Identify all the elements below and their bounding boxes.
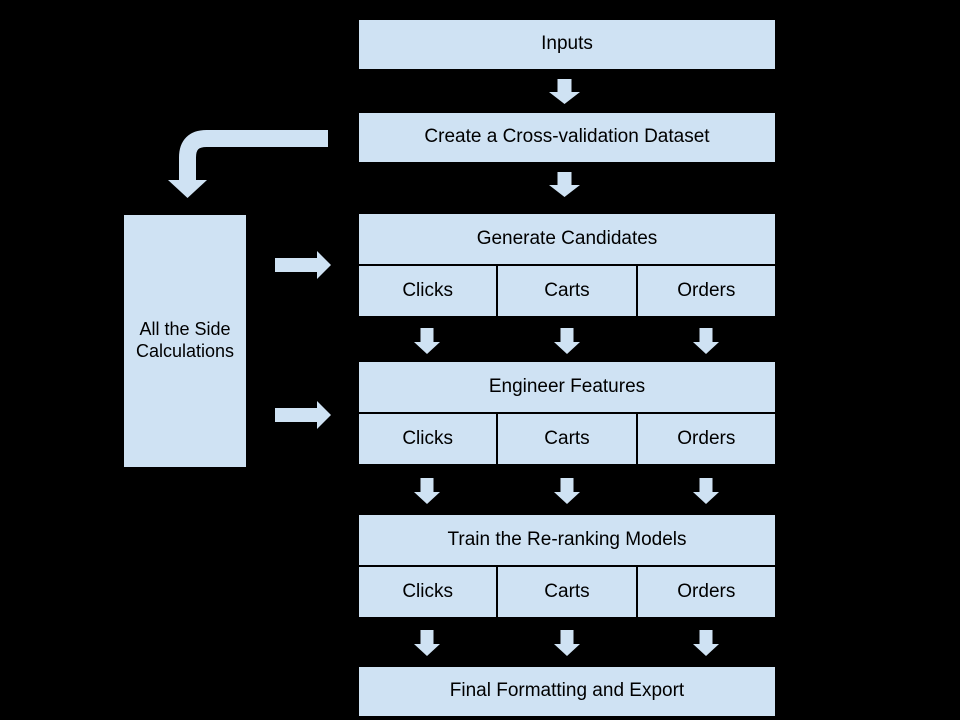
stage-train-reranking-models-cells: Clicks Carts Orders — [358, 566, 776, 618]
cell-orders: Orders — [636, 566, 776, 618]
arrow-down-icon — [693, 328, 719, 354]
stage-engineer-features: Engineer Features Clicks Carts Orders — [358, 361, 776, 465]
arrow-down-icon — [549, 79, 580, 104]
cell-carts: Carts — [497, 265, 637, 317]
node-create-cv-dataset: Create a Cross-validation Dataset — [358, 112, 776, 163]
side-to-engineer-arrow-right-icon — [275, 401, 331, 429]
cell-clicks: Clicks — [358, 413, 498, 465]
create-to-side-bent-arrow-icon — [168, 130, 328, 198]
cell-orders: Orders — [636, 413, 776, 465]
stage-engineer-features-title: Engineer Features — [358, 361, 776, 413]
cell-orders: Orders — [636, 265, 776, 317]
cell-clicks: Clicks — [358, 265, 498, 317]
cell-carts: Carts — [497, 413, 637, 465]
stage-generate-candidates-title: Generate Candidates — [358, 213, 776, 265]
stage-generate-candidates: Generate Candidates Clicks Carts Orders — [358, 213, 776, 317]
node-side-calculations: All the Side Calculations — [123, 214, 247, 468]
arrow-down-icon — [414, 630, 440, 656]
node-side-calculations-label: All the Side Calculations — [135, 319, 235, 361]
stage-train-reranking-models-title: Train the Re-ranking Models — [358, 514, 776, 566]
cell-carts: Carts — [497, 566, 637, 618]
arrow-down-icon — [554, 478, 580, 504]
arrow-down-icon — [549, 172, 580, 197]
stage-train-reranking-models: Train the Re-ranking Models Clicks Carts… — [358, 514, 776, 618]
stage-engineer-features-cells: Clicks Carts Orders — [358, 413, 776, 465]
cell-clicks: Clicks — [358, 566, 498, 618]
arrow-down-icon — [554, 328, 580, 354]
arrow-down-icon — [414, 328, 440, 354]
arrow-down-icon — [693, 478, 719, 504]
node-final-formatting-export-label: Final Formatting and Export — [449, 680, 685, 702]
node-final-formatting-export: Final Formatting and Export — [358, 666, 776, 717]
node-inputs: Inputs — [358, 19, 776, 70]
node-inputs-label: Inputs — [541, 33, 593, 55]
arrow-down-icon — [554, 630, 580, 656]
node-create-cv-dataset-label: Create a Cross-validation Dataset — [424, 126, 710, 148]
stage-generate-candidates-cells: Clicks Carts Orders — [358, 265, 776, 317]
arrow-down-icon — [414, 478, 440, 504]
arrow-down-icon — [693, 630, 719, 656]
side-to-generate-arrow-right-icon — [275, 251, 331, 279]
